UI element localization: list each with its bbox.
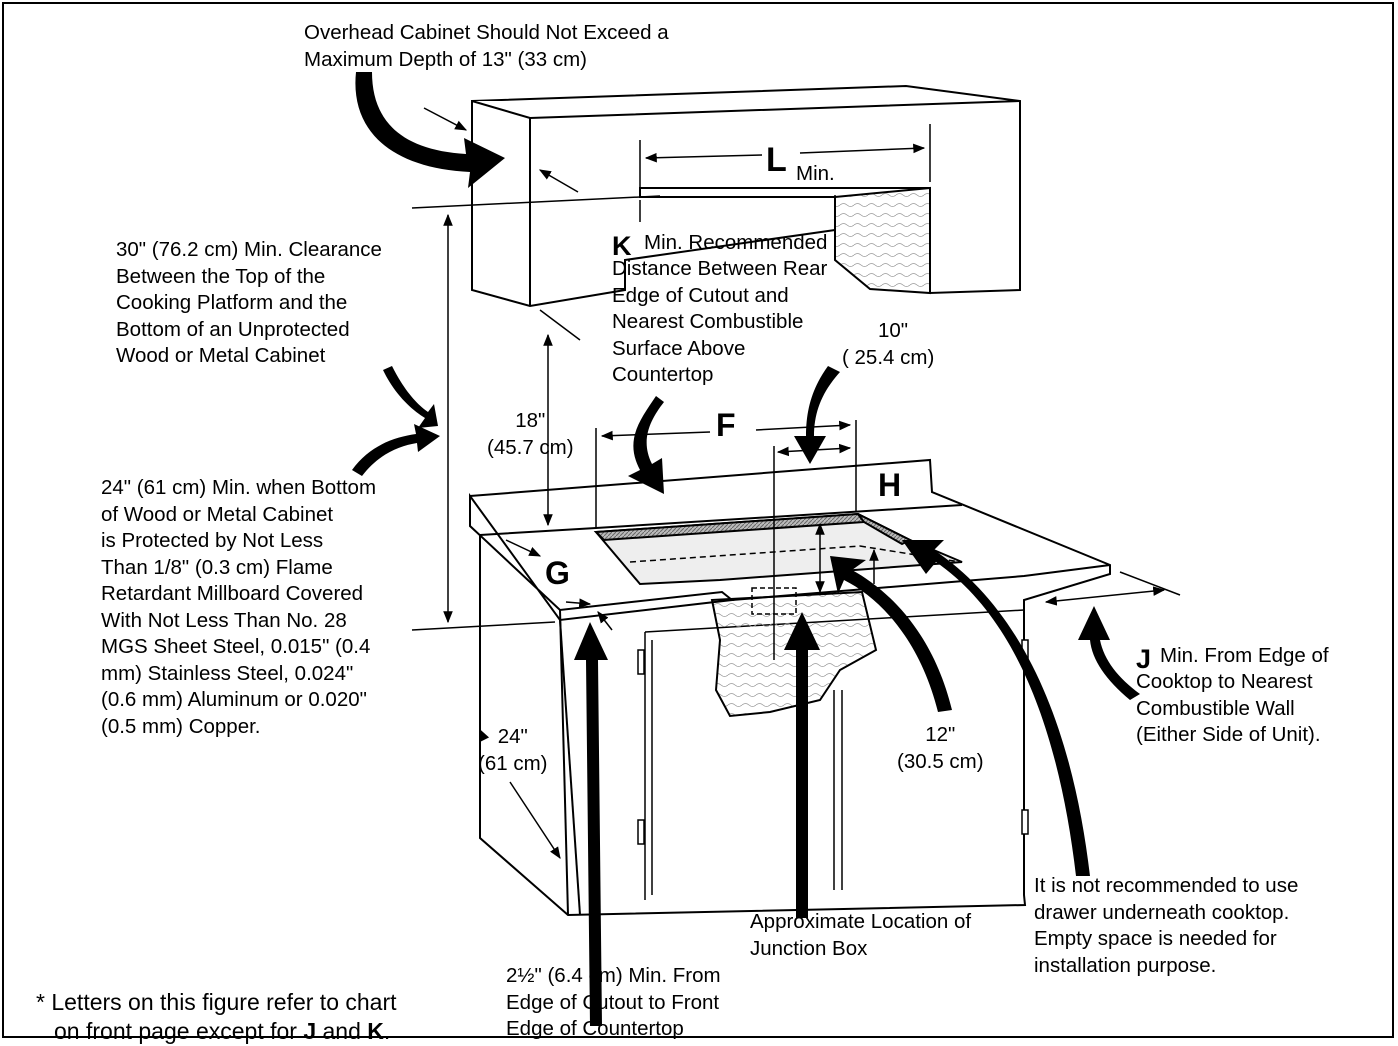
dim-18-label: 18"(45.7 cm): [487, 409, 574, 459]
letter-k: K: [612, 231, 632, 261]
cutaway: [710, 590, 878, 718]
dim-12-label: 12"(30.5 cm): [897, 723, 984, 773]
dim-24-label: 24"(61 cm): [478, 725, 548, 775]
footnote: * Letters on this figure refer to chart …: [36, 989, 397, 1044]
letter-l: L: [766, 141, 787, 179]
letter-g: G: [545, 555, 570, 591]
letter-f: F: [716, 407, 736, 443]
letter-l-min: Min.: [796, 162, 835, 185]
letter-h: H: [878, 467, 902, 503]
k-desc-first: Min. Recommended: [644, 231, 828, 254]
dim-10-label: 10"( 25.4 cm): [842, 319, 935, 369]
j-desc-first: Min. From Edge of: [1160, 644, 1329, 667]
callout-arrows: [352, 72, 1140, 1026]
overhead-cabinet: [471, 84, 1021, 308]
letter-j: J: [1136, 644, 1152, 674]
